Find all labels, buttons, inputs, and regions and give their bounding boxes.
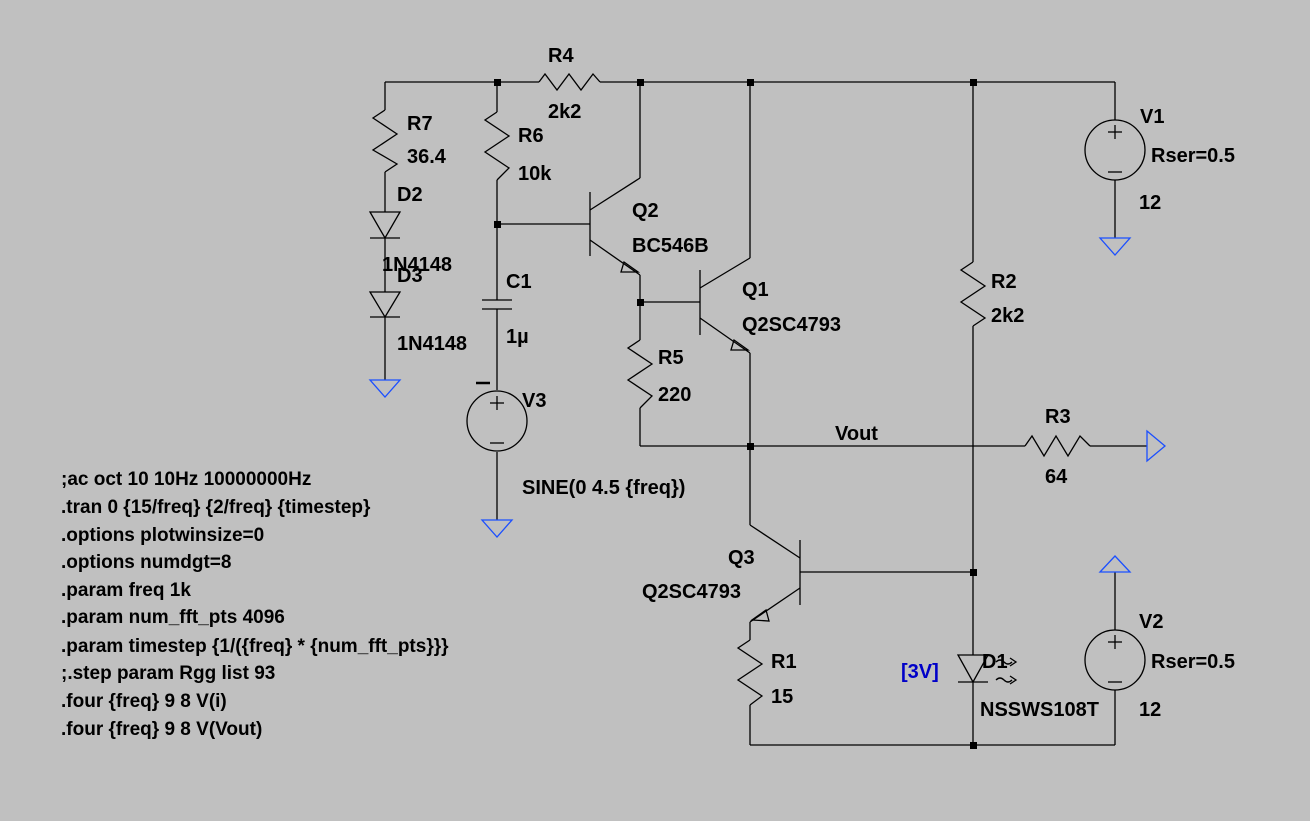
v1-ref: V1 (1140, 106, 1164, 128)
v1-param: Rser=0.5 (1151, 145, 1235, 167)
d3-ref: D3 (397, 265, 423, 287)
directive-line: .param timestep {1/({freq} * {num_fft_pt… (61, 636, 449, 657)
ground-icon (480, 519, 514, 538)
d1-value: NSSWS108T (980, 699, 1099, 721)
resistor-r4[interactable] (538, 72, 601, 92)
net-label-vout: Vout (835, 423, 878, 445)
directive-line: .options plotwinsize=0 (61, 525, 264, 546)
capacitor-c1[interactable] (482, 299, 512, 310)
voltage-source-v1[interactable] (1084, 119, 1146, 181)
r2-ref: R2 (991, 271, 1017, 293)
resistor-r2[interactable] (959, 261, 987, 327)
directive-line: .options numdgt=8 (61, 552, 231, 573)
spice-directives[interactable]: ;ac oct 10 10Hz 10000000Hz .tran 0 {15/f… (61, 469, 449, 740)
r5-value: 220 (658, 384, 691, 406)
transistor-q1[interactable] (699, 257, 751, 354)
led-d1[interactable] (956, 654, 1018, 685)
q3-ref: Q3 (728, 547, 755, 569)
q1-ref: Q1 (742, 279, 769, 301)
directive-line: .tran 0 {15/freq} {2/freq} {timestep} (61, 497, 371, 518)
r1-value: 15 (771, 686, 793, 708)
diode-d2[interactable] (368, 211, 402, 240)
ground-icon (1098, 237, 1132, 256)
transistor-q3[interactable] (749, 524, 801, 623)
v2-value: 12 (1139, 699, 1161, 721)
r1-ref: R1 (771, 651, 797, 673)
r3-ref: R3 (1045, 406, 1071, 428)
ground-icon (368, 379, 402, 398)
r7-ref: R7 (407, 113, 433, 135)
resistor-r5[interactable] (626, 339, 654, 409)
r4-ref: R4 (548, 45, 574, 67)
r3-value: 64 (1045, 466, 1068, 488)
diode-d3[interactable] (368, 291, 402, 319)
r5-ref: R5 (658, 347, 684, 369)
directive-line: .four {freq} 9 8 V(Vout) (61, 719, 262, 740)
ground-symbols (368, 237, 1167, 573)
r4-value: 2k2 (548, 101, 581, 123)
wires (384, 81, 1147, 746)
d2-ref: D2 (397, 184, 423, 206)
c1-value: 1µ (506, 326, 529, 348)
v2-ref: V2 (1139, 611, 1163, 633)
d1-attr: [3V] (901, 661, 939, 683)
v3-value: SINE(0 4.5 {freq}) (522, 477, 685, 499)
d3-value: 1N4148 (397, 333, 467, 355)
voltage-source-v3[interactable] (466, 381, 528, 452)
voltage-source-v2[interactable] (1084, 629, 1146, 691)
directive-line: .param freq 1k (61, 580, 191, 601)
supply-icon (1098, 555, 1132, 573)
v1-value: 12 (1139, 192, 1161, 214)
resistor-r3[interactable] (1024, 434, 1091, 458)
directive-line: .four {freq} 9 8 V(i) (61, 691, 227, 712)
r2-value: 2k2 (991, 305, 1024, 327)
resistor-r7[interactable] (371, 109, 399, 173)
r6-value: 10k (518, 163, 552, 185)
directive-line: ;.step param Rgg list 93 (61, 663, 275, 684)
directive-line: ;ac oct 10 10Hz 10000000Hz (61, 469, 311, 490)
directive-line: .param num_fft_pts 4096 (61, 607, 285, 628)
v3-ref: V3 (522, 390, 546, 412)
q2-value: BC546B (632, 235, 709, 257)
q2-ref: Q2 (632, 200, 659, 222)
transistor-q2[interactable] (589, 177, 641, 276)
resistor-r6[interactable] (483, 111, 511, 181)
c1-ref: C1 (506, 271, 532, 293)
d2-value: 1N4148 (382, 254, 452, 276)
output-port-icon (1146, 429, 1167, 463)
v2-param: Rser=0.5 (1151, 651, 1235, 673)
d1-ref: D1 (982, 651, 1008, 673)
r6-ref: R6 (518, 125, 544, 147)
q3-value: Q2SC4793 (642, 581, 741, 603)
q1-value: Q2SC4793 (742, 314, 841, 336)
junction-dots (494, 79, 977, 749)
resistor-r1[interactable] (736, 639, 764, 706)
component-labels: R4 2k2 R7 36.4 R6 10k D2 1N4148 D3 1N414… (382, 45, 1235, 721)
r7-value: 36.4 (407, 146, 447, 168)
